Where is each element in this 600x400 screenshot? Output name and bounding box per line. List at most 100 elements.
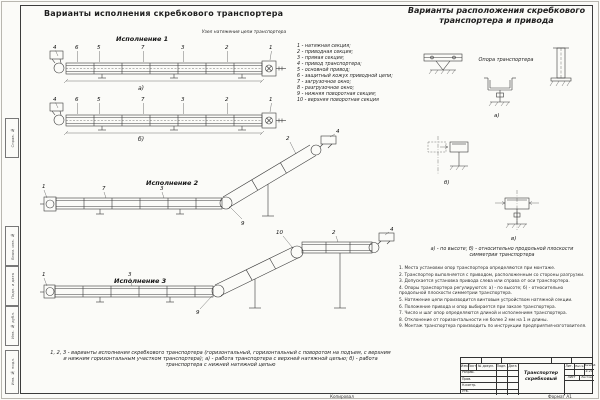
- note-line: 9. Монтаж транспортера производить по ин…: [399, 324, 587, 330]
- label-format: Формат А1: [548, 394, 572, 399]
- callout: 10: [276, 230, 283, 236]
- notes-list: 1. Места установки опор транспортера опр…: [399, 266, 589, 331]
- legend-item: 6 - защитный кожух приводной цепи;: [297, 74, 393, 79]
- callout: 1: [42, 272, 46, 278]
- callout: 9: [241, 221, 245, 227]
- stamp-masshtab: Масштаб: [584, 364, 596, 368]
- callout: 6: [75, 45, 79, 51]
- stamp-strip: [460, 357, 593, 364]
- legend-item: 1 - натяжная секция;: [297, 44, 351, 49]
- callout: 2: [225, 45, 229, 51]
- note-line: 4. Опоры транспортера регулируются: а) -…: [399, 285, 564, 297]
- legend-item: 8 - разгрузочное окно;: [297, 86, 355, 91]
- stamp-col-doc: № докум.: [478, 364, 494, 369]
- title-block: Изм. Лист № докум. Подп. Дата Разраб. Пр…: [460, 363, 596, 395]
- label-variant-a: а): [138, 85, 145, 92]
- side-box-dubl: Инв. № дубл.: [5, 306, 19, 346]
- callout: 7: [141, 45, 145, 51]
- callout: 2: [332, 230, 336, 236]
- stamp-col-podp: Подп.: [496, 364, 507, 369]
- callout: 4: [336, 129, 340, 135]
- caption-ab: а) - по высоте; б) - относительно продол…: [430, 247, 574, 258]
- stamp-scale-value: 1:20: [584, 369, 594, 374]
- callout: 4: [390, 227, 394, 233]
- side-box-label: Инв. № дубл.: [9, 312, 15, 340]
- callout: 3: [128, 272, 132, 278]
- legend-list: 1 - натяжная секция; 2 - приводная секци…: [297, 44, 405, 104]
- side-box-podp1: Подп. и дата: [5, 266, 19, 306]
- callout: 2: [225, 97, 229, 103]
- stamp-list-label: Лист: [567, 374, 576, 379]
- note-line: 8. Отклонение от горизонтальности не бол…: [399, 317, 548, 323]
- stamp-lit: Лит.: [565, 364, 573, 369]
- callout: 1: [269, 45, 273, 51]
- legend-item: 5 - основной привод;: [297, 68, 351, 73]
- legend-item: 3 - прямая секция;: [297, 56, 345, 61]
- stamp-massa: Масса: [574, 364, 584, 369]
- callout: 9: [196, 310, 200, 316]
- side-box-vzam: Взам. инв. №: [5, 226, 19, 266]
- drawing-lateral-adjust: [427, 136, 469, 174]
- callout: 4: [53, 45, 57, 51]
- note-line: 3. Допускается установка привода слева и…: [399, 279, 570, 285]
- note-line: 1. Места установки опор транспортера опр…: [399, 266, 556, 271]
- label-kopiroval: Копировал: [330, 394, 354, 399]
- label-uzel-natyazheniya: Узел натяжения цепи транспортера: [201, 30, 287, 35]
- legend-item: 7 - загрузочное окно;: [297, 80, 352, 85]
- callout: 7: [102, 186, 106, 192]
- callout: 2: [286, 136, 290, 142]
- side-box-podl: Инв. № подл.: [5, 350, 19, 394]
- legend-item: 10 - верхняя поворотная секция: [297, 98, 379, 103]
- callout: 6: [75, 97, 79, 103]
- legend-item: 4 - привод транспортера;: [297, 62, 362, 67]
- legend-item: 2 - приводная секция;: [297, 50, 354, 55]
- label-opora: Опора транспортера: [478, 57, 534, 63]
- callout: 1: [42, 184, 46, 190]
- drawing-support-column: [549, 47, 572, 87]
- callout: 5: [97, 45, 101, 51]
- stamp-row-utv: Утв.: [462, 389, 469, 393]
- label-ispolnenie-1: Исполнение 1: [116, 35, 169, 43]
- stamp-row-prov: Пров.: [462, 376, 472, 381]
- drawing-support-bracket: [423, 53, 463, 75]
- side-box-label: Взам. инв. №: [9, 232, 15, 260]
- side-box-label: Инв. № подл.: [9, 358, 15, 386]
- stamp-listov-label: Листов: [581, 374, 592, 379]
- callout: 5: [97, 97, 101, 103]
- callout: 4: [53, 97, 57, 103]
- drawing-isp3: 1 3 9 10 2 4: [40, 227, 395, 316]
- callout: 7: [141, 97, 145, 103]
- legend-item: 9 - нижняя поворотная секция;: [297, 92, 377, 97]
- side-box-label: Подп. и дата: [9, 273, 15, 299]
- callout: 3: [160, 186, 164, 192]
- stamp-row-nkontr: Н.контр.: [462, 382, 477, 387]
- note-line: 6. Положение привода и опор выбирается п…: [399, 304, 557, 310]
- label-variant-v2: в): [511, 236, 517, 242]
- drawing-isp1-b: 4 6 5 7 3 2 1: [49, 97, 286, 136]
- stamp-row-razrab: Разраб.: [462, 370, 475, 375]
- callout: 3: [181, 45, 185, 51]
- note-line: 2. Транспортер выполняется с приводом, р…: [399, 272, 585, 278]
- title-left: Варианты исполнения скребкового транспор…: [44, 9, 284, 18]
- stamp-doc-name: Транспортер скребковый: [523, 371, 559, 382]
- caption-variants: 1, 2, 3 - варианты исполнения скребковог…: [50, 350, 391, 368]
- label-ispolnenie-2: Исполнение 2: [146, 179, 199, 187]
- drawing-symmetry-adjust: [495, 190, 539, 230]
- side-box-sprav: Справ. №: [5, 118, 19, 158]
- stamp-col-izm: Изм.: [461, 364, 469, 369]
- label-variant-b: б): [138, 136, 145, 143]
- drawing-height-adjust: [484, 77, 516, 107]
- drawing-isp2: 1 7 3 9 2 4: [40, 129, 340, 227]
- note-line: 7. Число и шаг опор определяются длиной …: [399, 311, 567, 317]
- label-ispolnenie-3: Исполнение 3: [114, 277, 167, 285]
- stamp-col-data: Дата: [508, 364, 517, 369]
- side-box-label: Справ. №: [9, 128, 15, 148]
- note-line: 5. Натяжение цепи производится винтовым …: [399, 297, 573, 303]
- callout: 1: [269, 97, 273, 103]
- label-variant-a2: а): [494, 113, 500, 119]
- title-right: Варианты расположения скребкового трансп…: [407, 6, 586, 25]
- stamp-col-list: Лист: [468, 364, 477, 369]
- drawing-isp1-a: 4 6 5 7 3 2 1: [49, 45, 286, 84]
- label-variant-b2: б): [444, 180, 450, 186]
